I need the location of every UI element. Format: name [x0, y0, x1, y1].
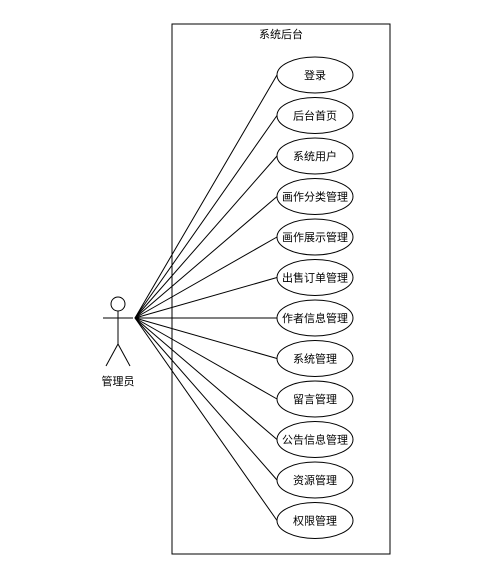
use-case-label: 系统用户: [293, 149, 337, 163]
use-case-ellipse: [276, 421, 354, 458]
use-case-ellipse: [276, 502, 354, 539]
use-case-label: 后台首页: [293, 109, 337, 123]
use-case-ellipse: [276, 299, 354, 337]
use-cases: 登录后台首页系统用户画作分类管理画作展示管理出售订单管理作者信息管理系统管理留言…: [276, 56, 354, 539]
use-case: 作者信息管理: [276, 299, 354, 337]
use-case-ellipse: [276, 340, 354, 377]
association-line: [134, 317, 278, 481]
use-case-label: 资源管理: [293, 473, 337, 487]
association-line: [134, 277, 278, 319]
use-case-label: 留言管理: [293, 392, 337, 406]
association-line: [134, 236, 278, 319]
use-case-label: 出售订单管理: [282, 271, 348, 285]
association-line: [134, 196, 278, 319]
use-case: 系统用户: [276, 137, 354, 175]
use-case: 系统管理: [276, 340, 354, 377]
use-case: 权限管理: [276, 502, 354, 539]
use-case-ellipse: [276, 218, 354, 256]
use-case: 留言管理: [276, 380, 354, 418]
system-title: 系统后台: [259, 27, 303, 41]
use-case-label: 公告信息管理: [282, 433, 348, 447]
use-case: 画作分类管理: [276, 178, 354, 215]
use-case-ellipse: [276, 380, 354, 418]
use-case-ellipse: [276, 97, 354, 134]
use-case-label: 权限管理: [293, 514, 337, 528]
use-case: 出售订单管理: [276, 259, 354, 296]
use-case-ellipse: [276, 259, 354, 296]
use-case-ellipse: [276, 178, 354, 215]
association-line: [134, 155, 278, 319]
association-line: [134, 317, 278, 400]
use-case-label: 画作展示管理: [282, 230, 348, 244]
actor-right-leg: [117, 343, 131, 367]
use-case: 登录: [276, 56, 354, 94]
use-case-label: 登录: [304, 68, 326, 82]
actor-label: 管理员: [102, 374, 135, 388]
association-line: [134, 115, 278, 319]
use-case: 公告信息管理: [276, 421, 354, 458]
use-case-label: 画作分类管理: [282, 190, 348, 204]
actor-figure: [103, 296, 133, 367]
association-lines: [134, 74, 278, 521]
use-case: 画作展示管理: [276, 218, 354, 256]
association-line: [134, 317, 278, 440]
use-case: 资源管理: [276, 461, 354, 499]
actor-left-leg: [105, 343, 119, 367]
association-line: [134, 74, 278, 319]
actor-head: [110, 296, 126, 312]
association-line: [134, 317, 278, 521]
use-case-label: 系统管理: [293, 352, 337, 366]
use-case-ellipse: [276, 137, 354, 175]
use-case-label: 作者信息管理: [282, 311, 348, 325]
association-line: [134, 317, 278, 359]
use-case-ellipse: [276, 461, 354, 499]
use-case: 后台首页: [276, 97, 354, 134]
use-case-ellipse: [276, 56, 354, 94]
